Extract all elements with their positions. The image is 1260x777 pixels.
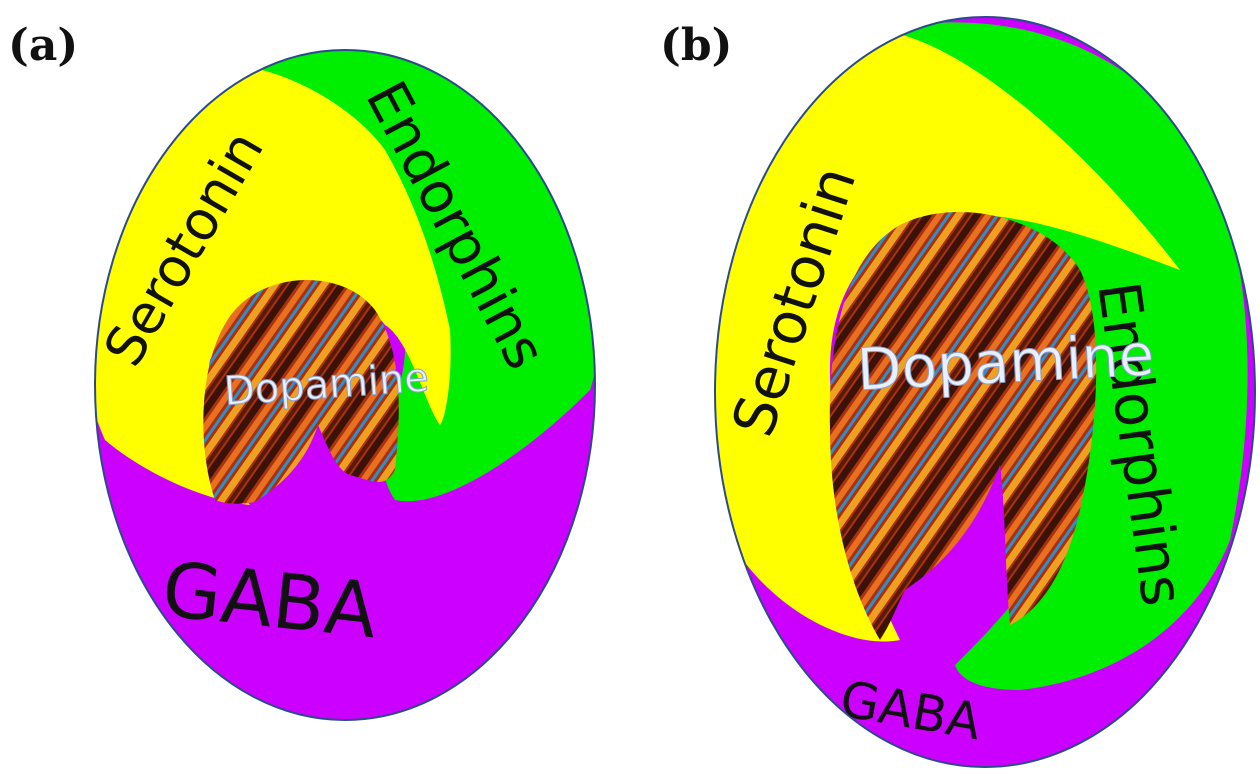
dopamine-label-b: Dopamine [855,321,1156,404]
panel-a: (a) Serotonin Endorphins GABA Dopamine [8,20,596,721]
panel-b-label: (b) [660,20,732,71]
serotonin-region-a [95,63,451,505]
serotonin-region-b [715,30,1180,642]
panel-a-label: (a) [8,20,78,71]
panel-b: (b) Serotonin Endorphins GABA Dopamine [660,16,1256,768]
dopamine-region-a [203,280,399,504]
dopamine-region-b [829,212,1097,641]
outer-outline-a [94,49,596,721]
outer-outline-b [714,16,1256,768]
